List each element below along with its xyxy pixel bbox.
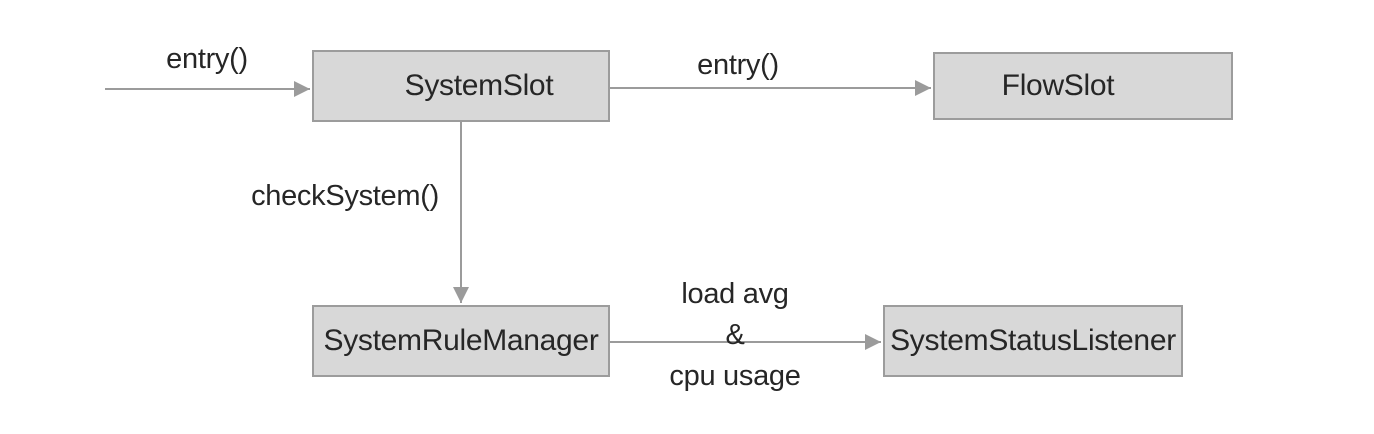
edge-label-line-load-avg: load avg [681,278,789,310]
edge-label-check-system: checkSystem() [251,180,439,212]
edge-label-line-cpu-usage: cpu usage [669,360,801,392]
edge-label-line-ampersand: & [725,319,745,351]
edge-label-entry-in: entry() [166,43,248,75]
node-system-status-listener: SystemStatusListener [883,305,1183,377]
edge-label-load-avg-cpu-usage: load avg & cpu usage [669,274,800,397]
edge-label-entry-out: entry() [697,49,779,81]
node-system-slot: SystemSlot [312,50,610,122]
node-flow-slot: FlowSlot [933,52,1233,120]
node-system-rule-manager: SystemRuleManager [312,305,610,377]
